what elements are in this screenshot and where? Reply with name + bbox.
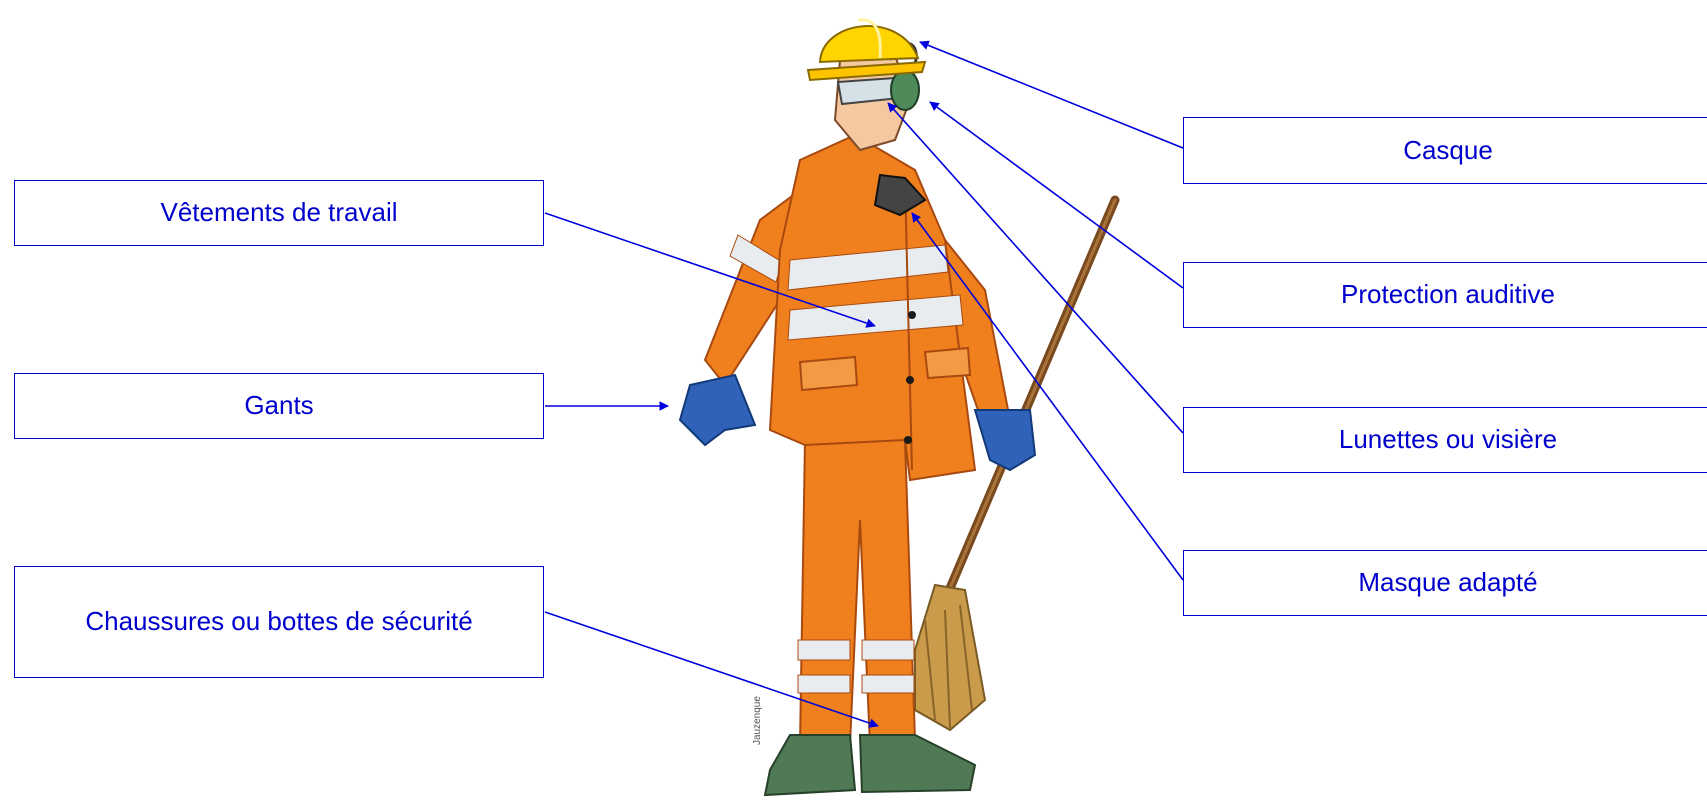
label-lunettes: Lunettes ou visière <box>1183 407 1707 473</box>
label-gants-text: Gants <box>244 390 314 421</box>
helmet <box>806 18 927 82</box>
label-chaussures: Chaussures ou bottes de sécurité <box>14 566 544 678</box>
trousers <box>797 439 917 747</box>
label-vetements-text: Vêtements de travail <box>160 197 398 228</box>
label-masque: Masque adapté <box>1183 550 1707 616</box>
jacket <box>768 133 977 482</box>
boots <box>763 734 977 797</box>
label-casque-text: Casque <box>1403 134 1493 165</box>
artist-signature: Jauzenque <box>752 696 763 745</box>
arrow-casque <box>919 40 1184 149</box>
label-chaussures-text: Chaussures ou bottes de sécurité <box>85 606 473 637</box>
arrow-lunettes <box>887 102 1184 434</box>
gloves <box>678 373 1037 472</box>
label-lunettes-text: Lunettes ou visière <box>1338 424 1558 455</box>
arrow-masque <box>911 212 1184 581</box>
respirator-mask <box>873 173 927 217</box>
arrow-chaussures <box>544 611 879 728</box>
label-protection-text: Protection auditive <box>1341 279 1555 310</box>
arrow-vetements <box>544 212 876 328</box>
label-gants: Gants <box>14 373 544 439</box>
label-casque: Casque <box>1183 117 1707 184</box>
broom <box>914 195 1120 732</box>
label-protection: Protection auditive <box>1183 262 1707 328</box>
label-vetements: Vêtements de travail <box>14 180 544 246</box>
arrow-protection <box>929 101 1184 289</box>
label-masque-text: Masque adapté <box>1358 567 1538 598</box>
